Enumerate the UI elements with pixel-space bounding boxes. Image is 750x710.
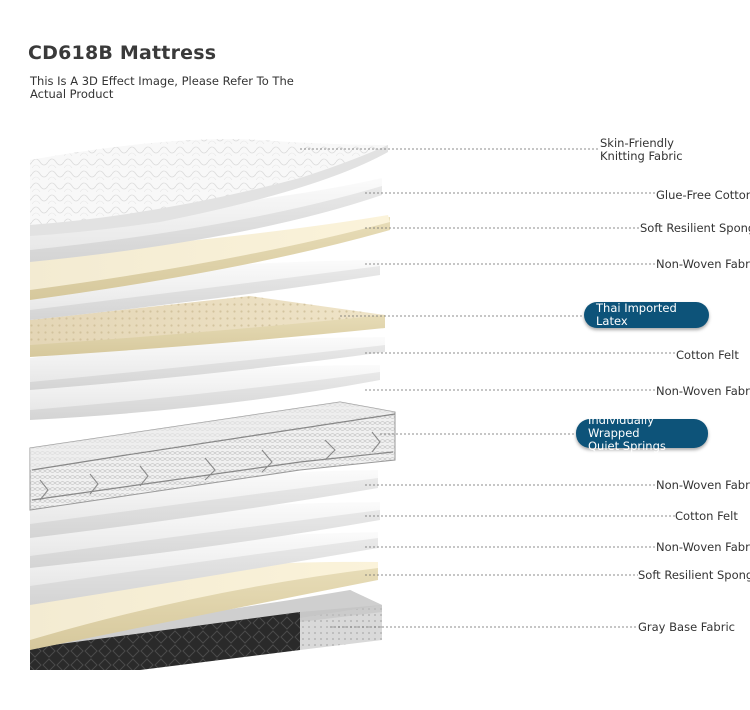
page-subtitle: This Is A 3D Effect Image, Please Refer … bbox=[30, 74, 294, 101]
layer-felt-2 bbox=[30, 502, 380, 568]
label-springs-badge: Individually Wrapped Quiet Springs bbox=[576, 414, 708, 453]
label-sponge-top: Soft Resilient Sponge bbox=[640, 221, 750, 235]
layer-nonwoven-3 bbox=[30, 470, 378, 538]
label-nonwoven-3: Non-Woven Fabric bbox=[656, 478, 750, 492]
layer-nonwoven-2 bbox=[30, 365, 380, 420]
label-line: Thai Imported Latex bbox=[596, 301, 677, 328]
layer-latex bbox=[30, 296, 385, 357]
label-felt-1: Cotton Felt bbox=[676, 348, 739, 362]
label-glue-free-cotton: Glue-Free Cotton bbox=[656, 188, 750, 202]
layer-knitting-fabric bbox=[30, 139, 388, 236]
layer-nonwoven-4 bbox=[30, 532, 378, 605]
label-sponge-bottom: Soft Resilient Sponge bbox=[638, 568, 750, 582]
layer-springs bbox=[29, 401, 396, 511]
label-latex-badge: Thai Imported Latex bbox=[584, 302, 709, 328]
label-base: Gray Base Fabric bbox=[638, 620, 735, 634]
label-nonwoven-1: Non-Woven Fabric bbox=[656, 257, 750, 271]
label-line: Quiet Springs bbox=[588, 439, 666, 453]
label-nonwoven-4: Non-Woven Fabric bbox=[656, 540, 750, 554]
label-line: Skin-Friendly bbox=[600, 136, 674, 150]
layer-nonwoven-1 bbox=[30, 260, 380, 320]
page-title: CD618B Mattress bbox=[28, 42, 217, 64]
label-nonwoven-2: Non-Woven Fabric bbox=[656, 384, 750, 398]
leader-lines bbox=[300, 148, 676, 628]
layer-base bbox=[30, 590, 382, 670]
layer-glue-free-cotton bbox=[30, 178, 382, 262]
label-knitting-fabric: Skin-Friendly Knitting Fabric bbox=[600, 137, 683, 163]
layer-sponge-top bbox=[30, 215, 390, 300]
layer-felt-1 bbox=[30, 337, 385, 390]
label-line: Individually Wrapped bbox=[588, 413, 655, 440]
label-line: Knitting Fabric bbox=[600, 149, 683, 163]
label-felt-2: Cotton Felt bbox=[675, 509, 738, 523]
